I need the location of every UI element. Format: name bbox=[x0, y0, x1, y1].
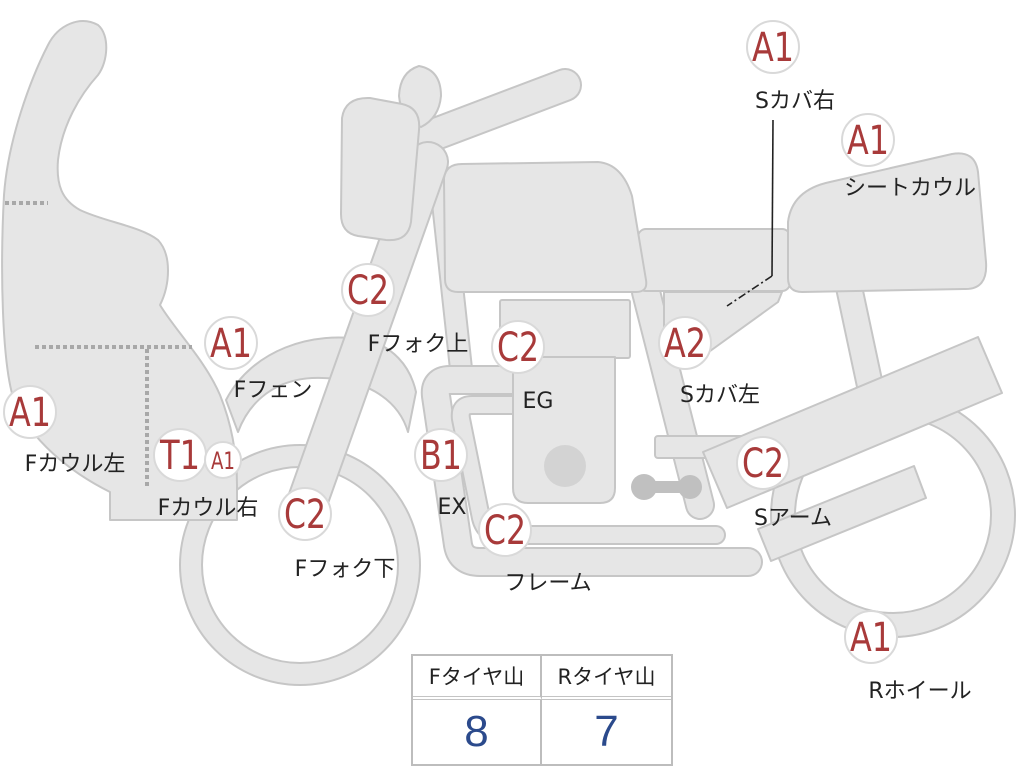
marker-circle bbox=[746, 20, 800, 74]
label-exhaust: EX bbox=[438, 495, 467, 520]
swing-arm-lower bbox=[757, 465, 927, 562]
seat-cowl bbox=[787, 152, 988, 293]
front-tire-value: 8 bbox=[413, 700, 542, 764]
marker-side-cover-right: A1 bbox=[746, 20, 800, 74]
marker-seat-cowl: A1 bbox=[841, 113, 895, 167]
grade-text: A1 bbox=[9, 390, 51, 436]
marker-circle bbox=[736, 436, 790, 490]
leader-line bbox=[771, 119, 774, 277]
marker-circle bbox=[278, 487, 332, 541]
marker-circle bbox=[844, 610, 898, 664]
marker-circle bbox=[478, 503, 532, 557]
label-front-fork-lower: Fフォク下 bbox=[295, 557, 396, 582]
marker-front-cowl-left: A1 bbox=[3, 385, 57, 439]
grade-text: A1 bbox=[850, 615, 892, 661]
grade-text: A1 bbox=[211, 447, 235, 475]
grade-text: T1 bbox=[159, 433, 200, 479]
grade-text: C2 bbox=[742, 441, 784, 487]
label-side-cover-left: Sカバ左 bbox=[680, 383, 760, 408]
grade-text: A1 bbox=[210, 321, 252, 367]
marker-swing-arm: C2 bbox=[736, 436, 790, 490]
footpeg-right-knob bbox=[678, 475, 702, 499]
footpeg-left-knob bbox=[631, 474, 657, 500]
label-seat-cowl: シートカウル bbox=[844, 176, 976, 201]
side-cover-right-leader bbox=[726, 119, 774, 307]
label-engine: EG bbox=[523, 389, 554, 414]
marker-rear-wheel: A1 bbox=[844, 610, 898, 664]
marker-front-cowl-right-primary: T1 bbox=[153, 428, 207, 482]
grade-text: C2 bbox=[484, 508, 526, 554]
grade-text: C2 bbox=[284, 492, 326, 538]
grade-text: A2 bbox=[664, 321, 706, 367]
marker-front-cowl-right-secondary: A1 bbox=[204, 441, 242, 479]
marker-frame: C2 bbox=[478, 503, 532, 557]
fuel-tank bbox=[443, 161, 648, 293]
grade-text: A1 bbox=[752, 25, 794, 71]
leader-dash-line bbox=[726, 275, 773, 307]
headlight-cover bbox=[340, 96, 421, 242]
marker-circle bbox=[491, 320, 545, 374]
handlebar bbox=[408, 68, 582, 155]
engine-crankcase bbox=[512, 356, 616, 504]
marker-front-fender: A1 bbox=[204, 316, 258, 370]
front-cowl bbox=[1, 20, 238, 521]
frame-rear-downtube bbox=[631, 277, 715, 520]
grade-markers: A1 Sカバ右 A1 シートカウル C2 Fフォク上 A1 Fフェン C2 EG… bbox=[3, 20, 976, 704]
marker-side-cover-left: A2 bbox=[658, 316, 712, 370]
label-swing-arm: Sアーム bbox=[754, 506, 832, 531]
marker-circle bbox=[658, 316, 712, 370]
label-front-fork-upper: Fフォク上 bbox=[368, 332, 469, 357]
tire-tread-table: Fタイヤ山 Rタイヤ山 8 7 bbox=[411, 654, 673, 766]
label-front-cowl-right: Fカウル右 bbox=[158, 496, 259, 521]
frame-rear-downtube-body bbox=[633, 279, 713, 518]
label-rear-wheel: Rホイール bbox=[868, 679, 971, 704]
seat bbox=[637, 228, 791, 292]
label-side-cover-right: Sカバ右 bbox=[755, 89, 835, 114]
grade-text: B1 bbox=[420, 433, 462, 479]
marker-circle bbox=[841, 113, 895, 167]
marker-circle bbox=[204, 441, 242, 479]
footpeg bbox=[631, 474, 702, 500]
front-cowl-divider-lines bbox=[5, 201, 192, 487]
marker-circle bbox=[341, 263, 395, 317]
label-front-cowl-left: Fカウル左 bbox=[25, 452, 126, 477]
front-tire-header: Fタイヤ山 bbox=[413, 656, 542, 700]
label-front-fender: Fフェン bbox=[234, 378, 313, 403]
marker-front-fork-lower: C2 bbox=[278, 487, 332, 541]
label-frame: フレーム bbox=[504, 571, 591, 596]
grade-text: C2 bbox=[347, 268, 389, 314]
grade-text: A1 bbox=[847, 118, 889, 164]
rear-tire-value: 7 bbox=[594, 707, 619, 756]
marker-engine: C2 bbox=[491, 320, 545, 374]
engine-cover-circle bbox=[544, 445, 586, 487]
marker-circle bbox=[204, 316, 258, 370]
handlebar-body bbox=[410, 70, 580, 153]
rear-tire-header: Rタイヤ山 bbox=[542, 656, 671, 700]
marker-circle bbox=[3, 385, 57, 439]
marker-front-fork-upper: C2 bbox=[341, 263, 395, 317]
grade-text: C2 bbox=[497, 325, 539, 371]
marker-circle bbox=[414, 428, 468, 482]
marker-exhaust: B1 bbox=[414, 428, 468, 482]
